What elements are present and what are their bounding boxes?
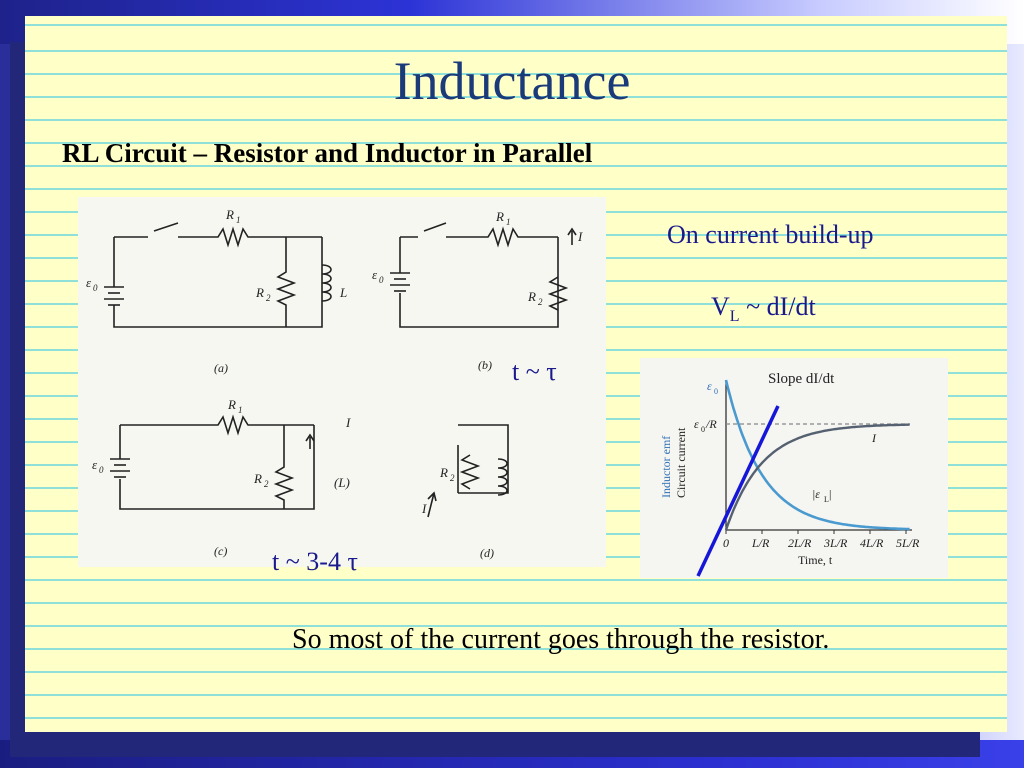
caption-b: (b) (478, 358, 492, 372)
label-l-paren-c: (L) (334, 475, 350, 490)
label-r1-a: R (225, 207, 234, 222)
label-emf-b: ε (372, 267, 378, 282)
caption-a: (a) (214, 361, 228, 375)
x-tick-label: 0 (723, 536, 729, 550)
label-r1-sub-b: 1 (506, 217, 511, 227)
y-label-inductor-emf: Inductor emf (659, 436, 673, 498)
label-r2-sub-d: 2 (450, 473, 455, 483)
curve-label-emf-close: | (829, 487, 831, 501)
y-tick-emf: ε (707, 379, 712, 393)
x-axis-label: Time, t (798, 553, 833, 567)
label-current-b: I (577, 229, 583, 244)
label-r2-d: R (439, 465, 448, 480)
y-tick-emf-r: ε (694, 417, 699, 431)
label-r2-a: R (255, 285, 264, 300)
vl-subscript: L (729, 308, 740, 326)
label-emf-sub-b: 0 (379, 275, 384, 285)
x-tick-label: L/R (751, 536, 770, 550)
circuit-b (390, 222, 577, 328)
circuit-a (104, 222, 332, 328)
label-r1-sub-a: 1 (236, 215, 241, 225)
y-label-circuit-current: Circuit current (674, 427, 688, 498)
label-r2-c: R (253, 471, 262, 486)
current-buildup-graph: Slope dI/dt ε 0 ε 0 /R Inductor emf Circ… (640, 358, 948, 578)
y-tick-emf-r-rest: /R (705, 417, 717, 431)
slide-title: Inductance (393, 51, 631, 111)
label-current-c: I (345, 415, 351, 430)
slope-label: Slope dI/dt (768, 371, 835, 387)
on-current-buildup-label: On current build-up (667, 220, 874, 249)
label-r2-sub-c: 2 (264, 479, 269, 489)
vl-relation: VL ~ dI/dt (711, 292, 816, 326)
x-tick-label: 4L/R (860, 536, 884, 550)
label-r2-sub-b: 2 (538, 297, 543, 307)
x-tick-label: 5L/R (896, 536, 920, 550)
annotation-t-3-4-tau: t ~ 3-4 τ (272, 547, 358, 576)
label-emf-sub-a: 0 (93, 283, 98, 293)
caption-c: (c) (214, 544, 227, 558)
curve-label-current: I (871, 431, 877, 445)
label-r2-sub-a: 2 (266, 293, 271, 303)
label-current-d: I (421, 501, 427, 516)
annotation-t-tau: t ~ τ (512, 357, 557, 386)
graph-svg: Slope dI/dt ε 0 ε 0 /R Inductor emf Circ… (659, 371, 920, 577)
label-emf-c: ε (92, 457, 98, 472)
curve-label-emf-sub: L (824, 495, 829, 504)
curve-label-emf: |ε (812, 487, 820, 501)
circuit-c (110, 414, 315, 510)
y-tick-emf-r-sub: 0 (701, 425, 705, 434)
y-tick-emf-sub: 0 (714, 387, 718, 396)
label-emf-sub-c: 0 (99, 465, 104, 475)
current-curve (724, 423, 910, 531)
circuit-diagrams-svg: R 1 R 2 L ε 0 (a) R 1 R 2 ε 0 I (b) R 1 … (86, 207, 583, 560)
label-r1-c: R (227, 397, 236, 412)
slide-subtitle: RL Circuit – Resistor and Inductor in Pa… (62, 138, 593, 168)
label-r2-b: R (527, 289, 536, 304)
circuit-diagrams-figure: R 1 R 2 L ε 0 (a) R 1 R 2 ε 0 I (b) R 1 … (78, 197, 606, 567)
x-tick-label: 2L/R (788, 536, 812, 550)
vl-symbol: V (711, 292, 730, 321)
label-r1-b: R (495, 209, 504, 224)
label-l-a: L (339, 285, 347, 300)
x-tick-label: 3L/R (823, 536, 848, 550)
slope-line (696, 405, 780, 577)
caption-d: (d) (480, 546, 494, 560)
circuit-d (427, 424, 509, 518)
vl-relation-text: ~ dI/dt (739, 292, 816, 321)
label-r1-sub-c: 1 (238, 405, 243, 415)
label-emf-a: ε (86, 275, 92, 290)
conclusion-text: So most of the current goes through the … (292, 624, 830, 655)
emf-curve (724, 379, 910, 531)
